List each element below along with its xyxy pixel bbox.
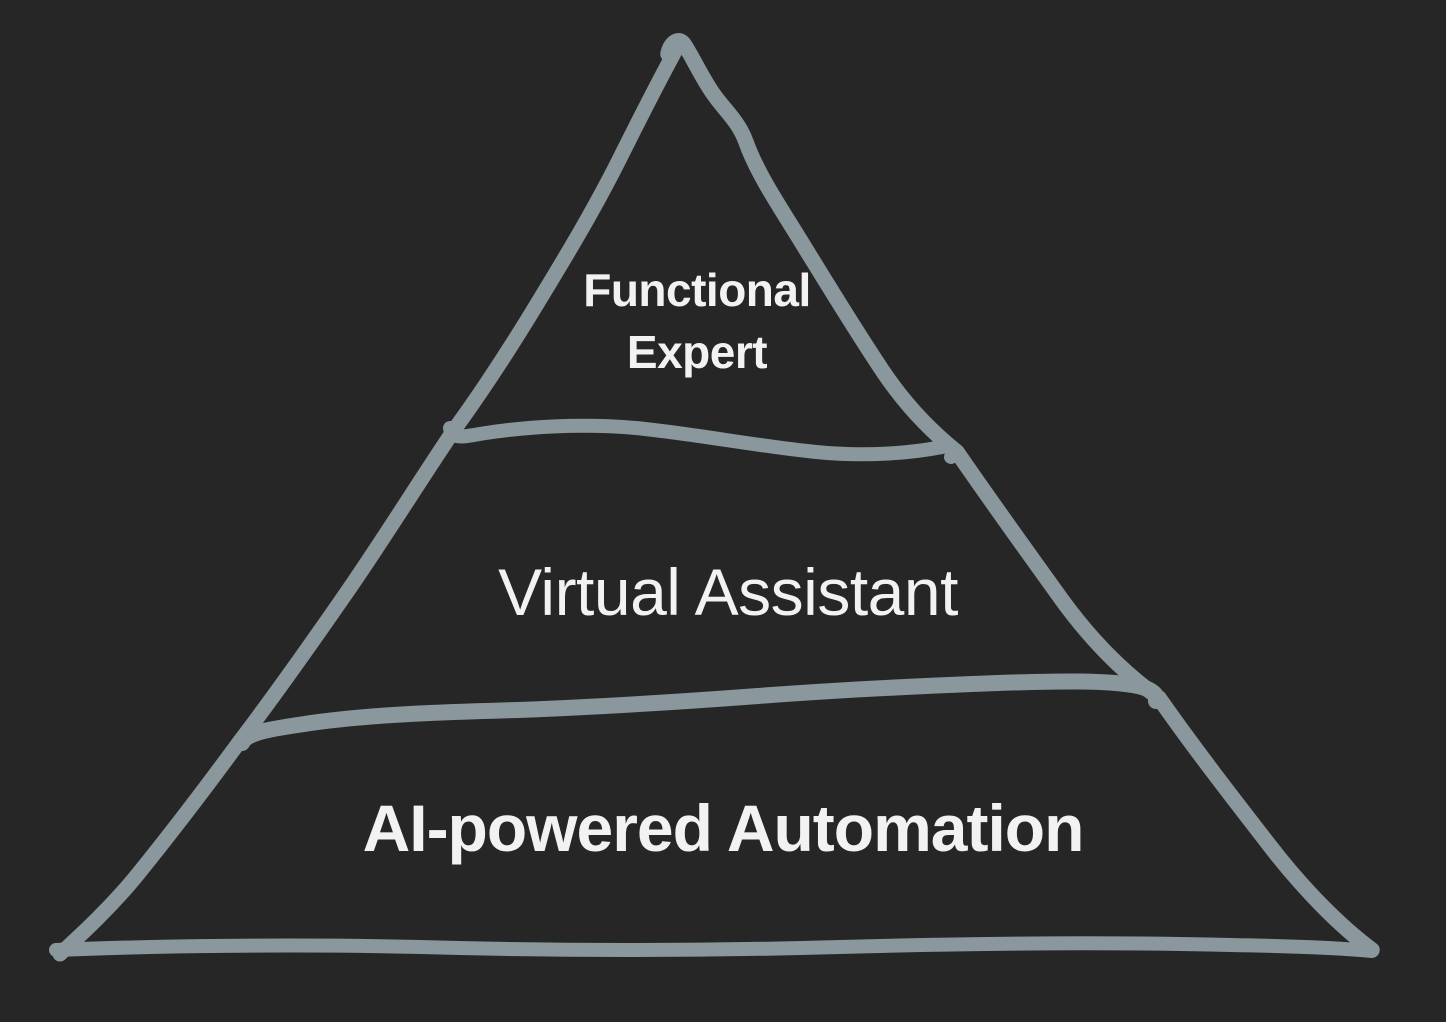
pyramid-right-edge (660, 33, 1380, 958)
tier-divider-lower (234, 673, 1165, 751)
pyramid-left-edge (52, 36, 687, 962)
tier-divider-upper (443, 418, 960, 464)
tier-label-functional-expert: Functional Expert (583, 264, 811, 378)
pyramid-base-edge (49, 936, 1379, 958)
tier-label-virtual-assistant: Virtual Assistant (498, 555, 958, 629)
tier-label-ai-powered-automation: AI-powered Automation (362, 791, 1085, 865)
